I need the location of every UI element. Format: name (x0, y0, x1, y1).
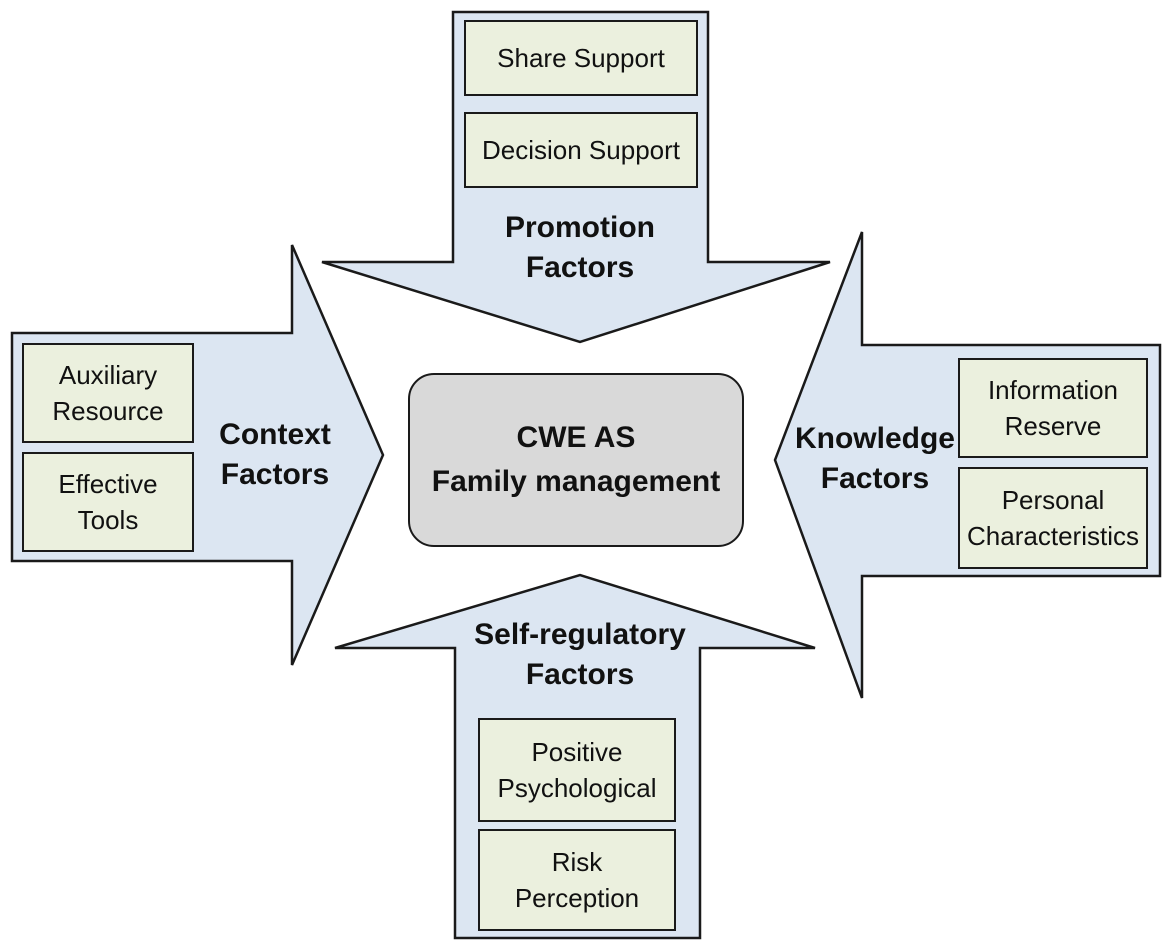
knowledge-factors-label: Knowledge Factors (794, 422, 955, 495)
knowledge-arrow (773, 231, 1162, 699)
effective-tools-box: Effective Tools (22, 452, 194, 552)
decision-support-box: Decision Support (464, 112, 698, 188)
personal-characteristics-box: Personal Characteristics (958, 467, 1148, 569)
information-reserve-box: Information Reserve (958, 358, 1148, 458)
positive-psychological-box: Positive Psychological (478, 718, 676, 822)
promotion-factors-label: Promotion Factors (505, 211, 655, 284)
context-factors-label: Context Factors (219, 418, 331, 491)
selfregulatory-factors-label: Self-regulatory Factors (474, 618, 686, 691)
share-support-box: Share Support (464, 20, 698, 96)
auxiliary-resource-box: Auxiliary Resource (22, 343, 194, 443)
center-cwe-family-management: CWE AS Family management (408, 373, 744, 547)
risk-perception-box: Risk Perception (478, 829, 676, 931)
